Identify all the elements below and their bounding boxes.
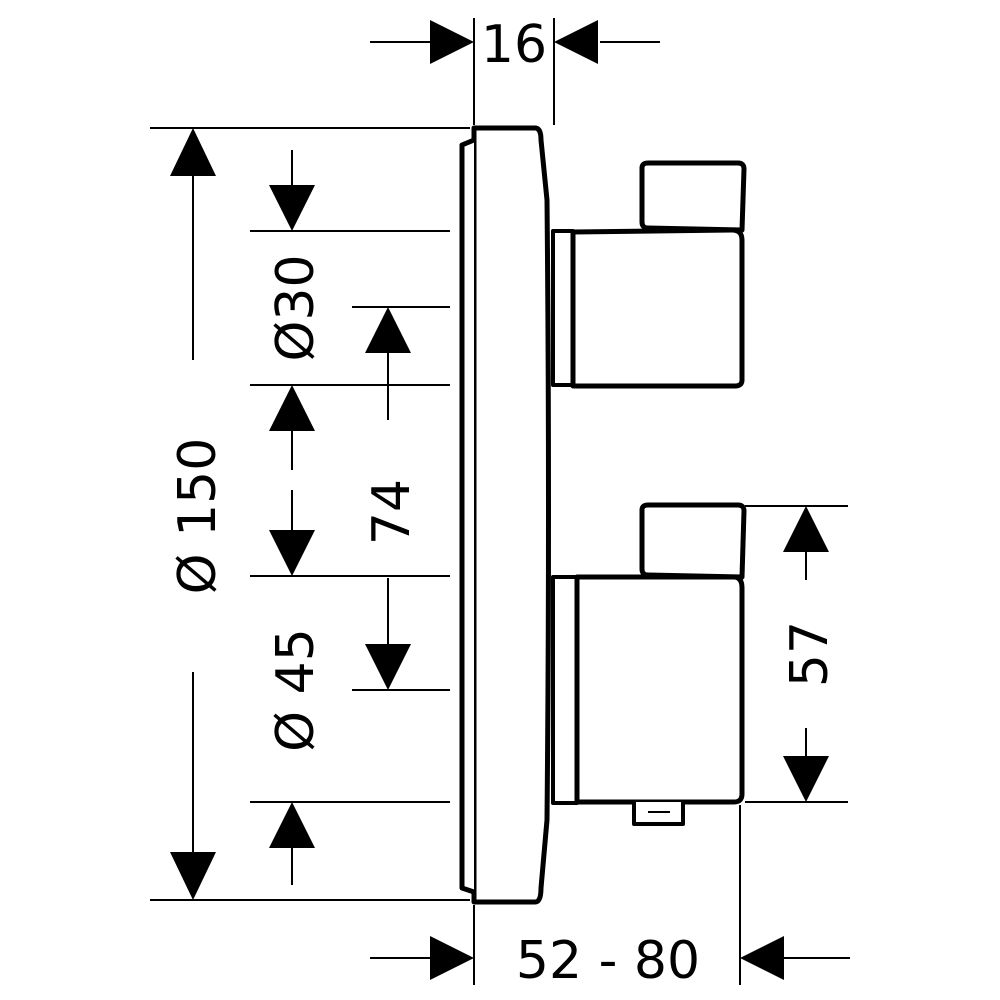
dimension-diameter-45: Ø 45 bbox=[266, 490, 326, 885]
dimension-16: 16 bbox=[370, 15, 660, 75]
dimension-52-80-label: 52 - 80 bbox=[516, 931, 700, 991]
dimension-16-label: 16 bbox=[481, 15, 547, 75]
dimension-74-label: 74 bbox=[362, 479, 422, 545]
dimension-74: 74 bbox=[362, 307, 422, 690]
dimension-diameter-30-label: Ø30 bbox=[266, 254, 326, 361]
dimension-150-label: Ø 150 bbox=[168, 438, 228, 595]
dimension-diameter-30: Ø30 bbox=[266, 150, 326, 470]
cover-plate bbox=[459, 125, 551, 905]
upper-knob bbox=[551, 160, 747, 389]
lower-knob bbox=[551, 502, 747, 826]
dimension-57: 57 bbox=[780, 506, 840, 802]
dimension-57-label: 57 bbox=[780, 621, 840, 687]
dimension-diameter-45-label: Ø 45 bbox=[266, 628, 326, 752]
extension-lines bbox=[150, 18, 848, 985]
dimension-150: Ø 150 bbox=[168, 128, 228, 900]
dimension-52-80: 52 - 80 bbox=[370, 931, 850, 991]
